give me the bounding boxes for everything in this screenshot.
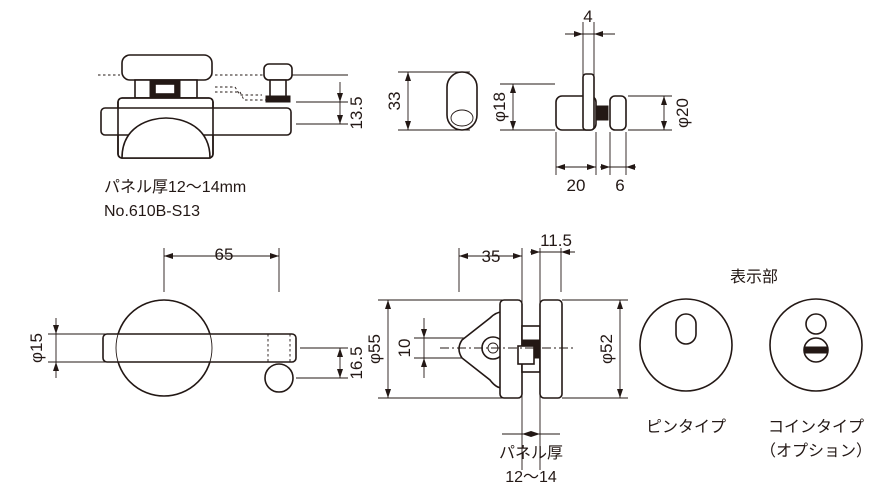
dim-phi-18: φ18 — [490, 92, 509, 122]
indicator-heading: 表示部 — [730, 268, 778, 286]
dim-13-5: 13.5 — [347, 96, 366, 129]
side-view-latch: 13.5 — [98, 54, 366, 159]
dim-4: 4 — [583, 7, 592, 26]
dim-phi-20: φ20 — [673, 98, 692, 128]
dim-16-5: 16.5 — [347, 346, 366, 379]
dim-20: 20 — [567, 176, 586, 195]
dim-phi-55: φ55 — [365, 334, 384, 364]
coin-type-indicator — [769, 298, 863, 392]
dim-35: 35 — [482, 247, 501, 266]
dim-phi-52: φ52 — [597, 334, 616, 364]
model-number: No.610B-S13 — [104, 203, 200, 220]
dim-6: 6 — [615, 176, 624, 195]
pin-type-label: ピンタイプ — [646, 418, 726, 436]
panel-thickness-label: パネル厚 — [499, 444, 563, 462]
dim-65: 65 — [215, 245, 234, 264]
dim-33: 33 — [385, 92, 404, 111]
panel-thickness-range: 12～14 — [505, 469, 557, 486]
panel-thickness-range-label: パネル厚12～14mm — [104, 178, 246, 196]
section-view: 35 11.5 φ55 10 φ52 — [365, 231, 628, 470]
front-view: 65 φ15 16.5 — [27, 245, 366, 397]
pin-type-indicator — [639, 298, 733, 392]
dim-10: 10 — [395, 339, 414, 358]
dim-11-5: 11.5 — [540, 231, 572, 250]
latch-side-profile: 4 φ20 20 6 — [555, 7, 692, 195]
knob-end-view: 33 φ18 — [385, 71, 555, 131]
coin-type-label: コインタイプ — [768, 418, 864, 436]
option-label: （オプション） — [760, 442, 872, 460]
dim-phi-15: φ15 — [27, 333, 46, 363]
